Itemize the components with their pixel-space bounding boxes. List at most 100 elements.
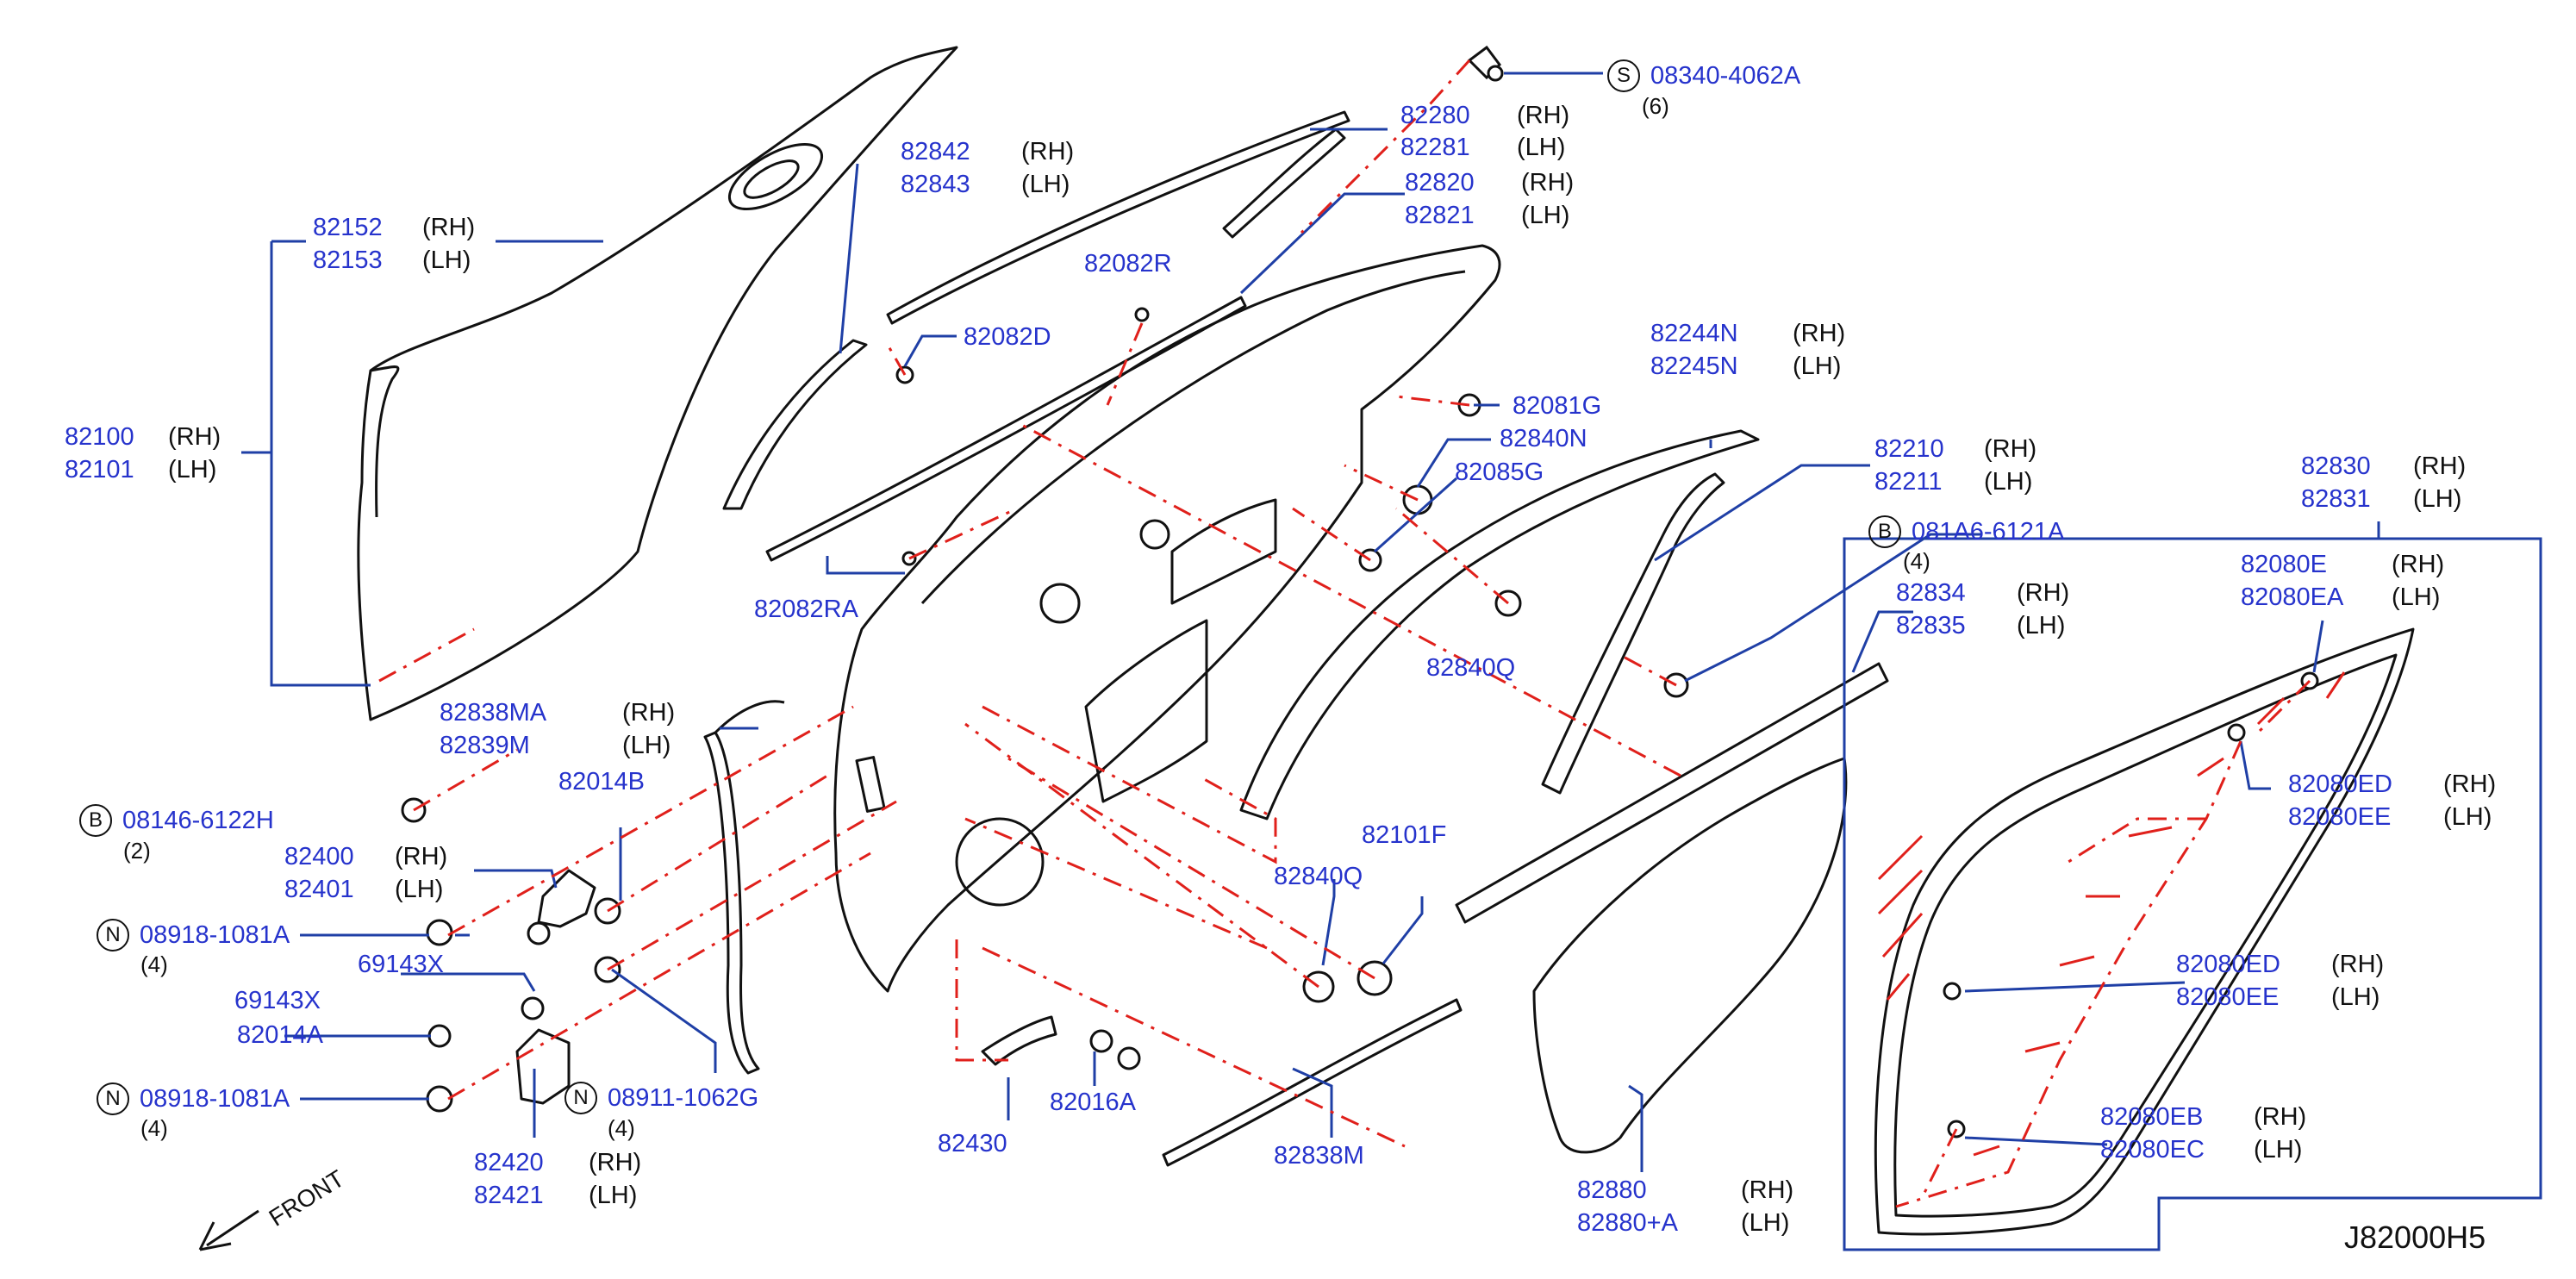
part-number: 82821 [1405,202,1475,229]
fastener-quantity: (4) [1903,548,1930,574]
part-number: 82840N [1500,425,1587,452]
part-number: 82831 [2301,485,2371,513]
lower-sash-weatherstrip [1455,662,1889,924]
inner-door-panel [833,244,1501,993]
side-label: (LH) [2413,485,2462,513]
part-number: 82842 [901,138,970,165]
door-weatherstrip [1874,627,2415,1236]
side-label: (LH) [168,456,217,484]
part-number: 82082D [964,323,1051,351]
nut-08918-upper [426,919,453,946]
fastener-number: 08146-6122H [122,807,274,834]
sealing-screen [1532,757,1848,1154]
fastener-number: 081A6-6121A [1912,518,2065,546]
side-label: (LH) [1984,468,2033,496]
part-number: 82838MA [440,699,547,727]
fastener-number: 08911-1062G [608,1084,759,1112]
fastener-badge: S [1607,59,1640,92]
part-number: 82400 [284,843,354,870]
side-label: (RH) [589,1149,642,1176]
upper-sash-moulding [886,110,1350,325]
outer-handle-recess [727,142,824,211]
fastener-quantity: (4) [140,1115,168,1141]
door-weatherstrip-inner [1893,653,2398,1218]
side-label: (LH) [589,1182,638,1209]
fastener-badge: B [79,804,112,837]
outer-door-skin [357,46,958,721]
clip-82080ED-b [1943,982,1962,1001]
part-number: 82210 [1874,435,1944,463]
side-label: (LH) [2017,612,2066,640]
nut-08918-lower [426,1085,453,1113]
side-label: (RH) [1517,102,1570,129]
fastener-number: 08918-1081A [140,1085,290,1113]
outer-handle-pocket [743,159,800,199]
part-number: 82080EA [2241,583,2344,611]
side-label: (LH) [1521,202,1570,229]
part-number: 82016A [1050,1089,1136,1116]
glass-run-channel [1239,429,1760,820]
side-label: (RH) [1984,435,2037,463]
part-number: 82840Q [1426,654,1516,682]
clip-82080ED-a [2227,723,2246,742]
part-number: 82014A [237,1021,323,1049]
part-number: 82100 [65,423,134,451]
part-number: 69143X [234,987,321,1014]
part-number: 82080EE [2176,983,2280,1011]
side-label: (LH) [622,732,671,759]
side-label: (RH) [2017,579,2070,607]
part-number: 82839M [440,732,530,759]
side-label: (LH) [395,876,444,903]
side-label: (LH) [1021,171,1070,198]
side-label: (RH) [2413,452,2467,480]
side-label: (LH) [422,246,471,274]
side-label: (LH) [2392,583,2441,611]
part-number: 82843 [901,171,970,198]
part-number: 82840Q [1274,863,1363,890]
part-number: 82080ED [2176,951,2280,978]
part-number: 82401 [284,876,354,903]
side-label: (LH) [1517,134,1566,161]
part-number: 82430 [938,1130,1007,1157]
upper-hinge [537,869,596,928]
part-number: 82082R [1084,250,1172,278]
part-number: 82880+A [1577,1209,1678,1237]
part-number: 82834 [1896,579,1966,607]
part-number: 82880 [1577,1176,1647,1204]
side-label: (RH) [1521,169,1575,197]
side-label: (LH) [2254,1136,2303,1164]
clip-69143X-a [527,921,551,945]
inner-panel-window-frame [920,270,1466,605]
part-number: 82080EC [2100,1136,2205,1164]
fastener-number: 08918-1081A [140,921,290,949]
part-number: 69143X [358,951,444,978]
part-number: 82152 [313,214,383,241]
part-number: 82244N [1650,320,1738,347]
clip-69143X-b [521,996,545,1020]
bolt-82016A [1089,1029,1113,1053]
part-number: 82820 [1405,169,1475,197]
inner-handle [981,1015,1057,1066]
fastener-number: 08340-4062A [1650,62,1801,90]
side-label: (RH) [2254,1103,2307,1131]
part-number: 82421 [474,1182,544,1209]
part-number: 82830 [2301,452,2371,480]
part-number: 82080EE [2288,803,2392,831]
diagram-code: J82000H5 [2344,1220,2486,1255]
part-number: 82082RA [754,596,858,623]
outer-door-skin-edge [370,365,400,518]
part-number: 82080E [2241,551,2327,578]
side-label: (LH) [1793,353,1842,380]
side-label: (LH) [1741,1209,1790,1237]
part-number: 82211 [1874,468,1943,496]
door-sash-strip [722,339,868,510]
upper-sash-piece [1222,128,1346,239]
hinge-side-seal [703,731,760,1075]
side-label: (LH) [2443,803,2492,831]
side-label: (RH) [395,843,448,870]
fastener-badge: N [97,1082,129,1115]
side-label: (RH) [422,214,476,241]
side-label: (RH) [168,423,221,451]
